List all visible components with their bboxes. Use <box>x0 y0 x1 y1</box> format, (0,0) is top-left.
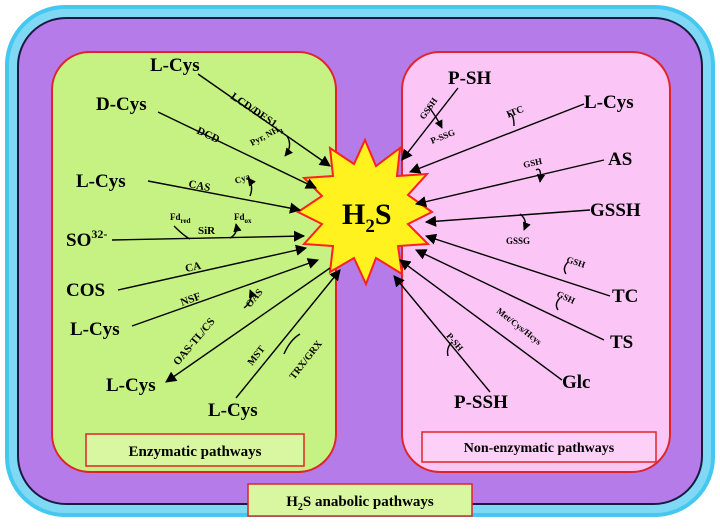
side-psh-pssh <box>446 341 453 357</box>
side-gssh-pssg <box>427 105 443 129</box>
substrate-dcys: D-Cys <box>96 94 147 115</box>
arrow-as <box>414 159 605 208</box>
substrate-lcys-right: L-Cys <box>584 92 634 113</box>
side-fdox <box>229 223 242 239</box>
substrate-pssh: P-SSH <box>454 392 508 413</box>
side-oas <box>243 289 257 309</box>
label-gsh-as: GSH <box>522 156 543 170</box>
substrate-lcys-top: L-Cys <box>150 55 200 76</box>
enzymatic-label: Enzymatic pathways <box>129 444 262 460</box>
footer-label-box <box>247 483 473 517</box>
arrow-nsf <box>131 258 320 327</box>
product-fd-ox: Fdox <box>234 212 252 225</box>
arrow-glc <box>399 259 563 381</box>
non-enzymatic-label-box <box>421 431 657 463</box>
substrate-glc: Glc <box>562 372 591 393</box>
h2s-star <box>296 137 434 287</box>
arrow-tc <box>424 233 611 297</box>
h2s-label: H2S <box>342 198 392 237</box>
side-fdred <box>173 225 191 240</box>
arrow-mst <box>235 269 341 399</box>
arrow-oas-tl-cs <box>165 267 331 383</box>
side-cya <box>247 177 256 197</box>
enzymatic-label-box <box>85 433 305 467</box>
substrate-lcys-mid: L-Cys <box>76 171 126 192</box>
enzymatic-arrows <box>111 73 341 399</box>
arrow-ca <box>117 244 308 291</box>
substrate-psh: P-SH <box>448 68 492 89</box>
substrate-ts: TS <box>610 332 633 353</box>
label-gssg: GSSG <box>506 236 530 246</box>
substrate-cos: COS <box>66 280 105 301</box>
arrow-psh <box>401 87 459 161</box>
arrow-dcd <box>157 111 318 189</box>
non-enzymatic-arrows <box>393 87 611 393</box>
substrate-lcys-bl: L-Cys <box>106 375 156 396</box>
substrate-lcys-bottom: L-Cys <box>208 400 258 421</box>
non-enzymatic-label: Non-enzymatic pathways <box>464 441 615 456</box>
enzyme-ca: CA <box>184 260 202 275</box>
enzyme-sir: SiR <box>198 225 216 237</box>
substrate-tc: TC <box>612 286 638 307</box>
arrow-ts <box>414 249 605 341</box>
arrow-cas <box>147 180 302 214</box>
side-gsh-ts <box>555 297 561 311</box>
substrate-gssh: GSSH <box>590 200 641 221</box>
arrow-pssh <box>393 275 491 393</box>
arrow-gssh <box>424 209 591 227</box>
substrate-lcys-low: L-Cys <box>70 319 120 340</box>
enzyme-cas: CAS <box>187 178 211 194</box>
side-gssg <box>519 213 531 231</box>
product-fd-red: Fdred <box>170 212 191 225</box>
substrate-as: AS <box>608 149 632 170</box>
arrow-lcd <box>197 73 331 167</box>
side-itc <box>507 113 515 127</box>
footer-label: H2S anabolic pathways <box>286 494 434 513</box>
side-pyr <box>284 135 294 157</box>
side-gsh-as <box>535 168 546 183</box>
substrate-so3: SO32- <box>66 227 107 251</box>
side-gsh-tc <box>563 261 569 275</box>
side-trx <box>283 333 301 355</box>
arrow-lcys-right <box>408 103 585 174</box>
arrow-sir <box>111 230 306 242</box>
